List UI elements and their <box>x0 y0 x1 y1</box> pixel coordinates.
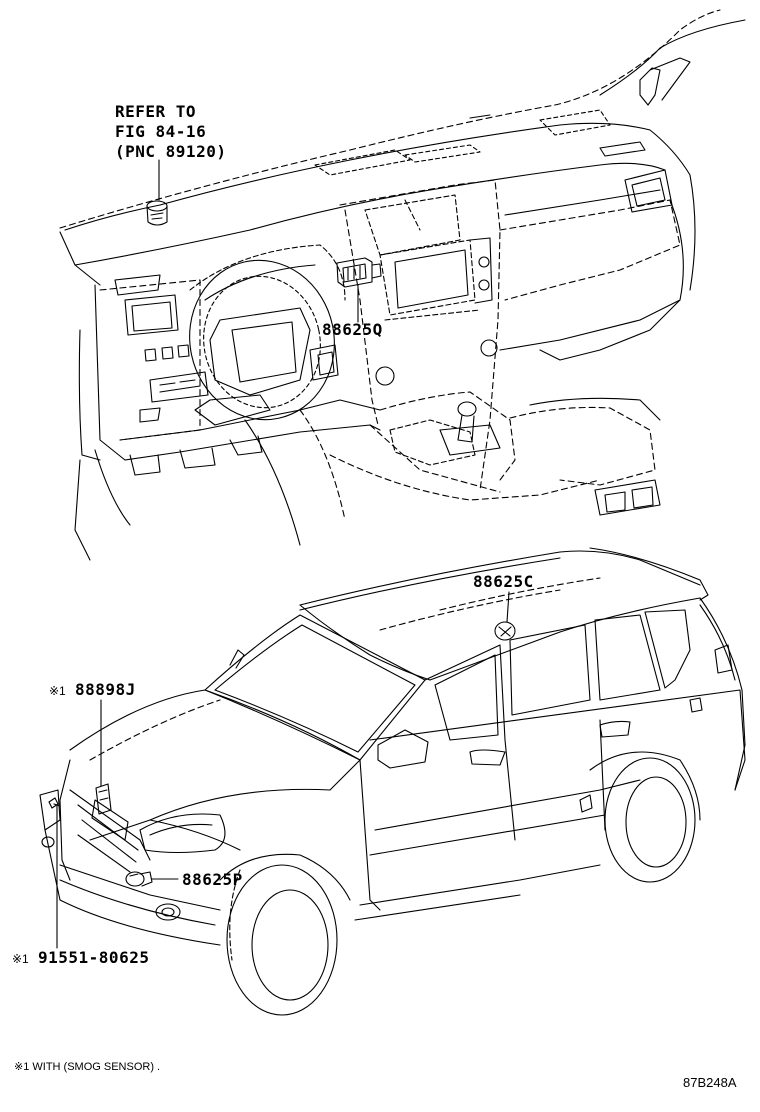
callout-88898J: 88898J <box>75 680 136 699</box>
smog-sensor-note-mark: ※1 <box>49 684 66 698</box>
vehicle-illustration <box>40 548 745 1015</box>
clip-note-mark: ※1 <box>12 952 29 966</box>
callout-91551-80625: 91551-80625 <box>38 948 150 967</box>
roof-sensor-part <box>495 622 515 640</box>
smog-sensor-part <box>96 784 111 814</box>
refer-note-line2: FIG 84-16 <box>115 122 207 141</box>
callout-88625Q: 88625Q <box>322 320 383 339</box>
callout-88625C: 88625C <box>473 572 534 591</box>
clip-part <box>49 798 60 808</box>
bumper-sensor-part <box>126 872 152 886</box>
footnote: ※1 WITH (SMOG SENSOR) . <box>14 1061 161 1073</box>
callout-88625P: 88625P <box>182 870 243 889</box>
refer-note-line1: REFER TO <box>115 102 197 121</box>
dashboard-illustration <box>60 10 745 560</box>
refer-note-line3: (PNC 89120) <box>115 142 227 161</box>
figure-id: 87B248A <box>683 1075 737 1090</box>
dash-sensor-part <box>337 258 381 287</box>
solar-sensor-part <box>147 201 167 225</box>
